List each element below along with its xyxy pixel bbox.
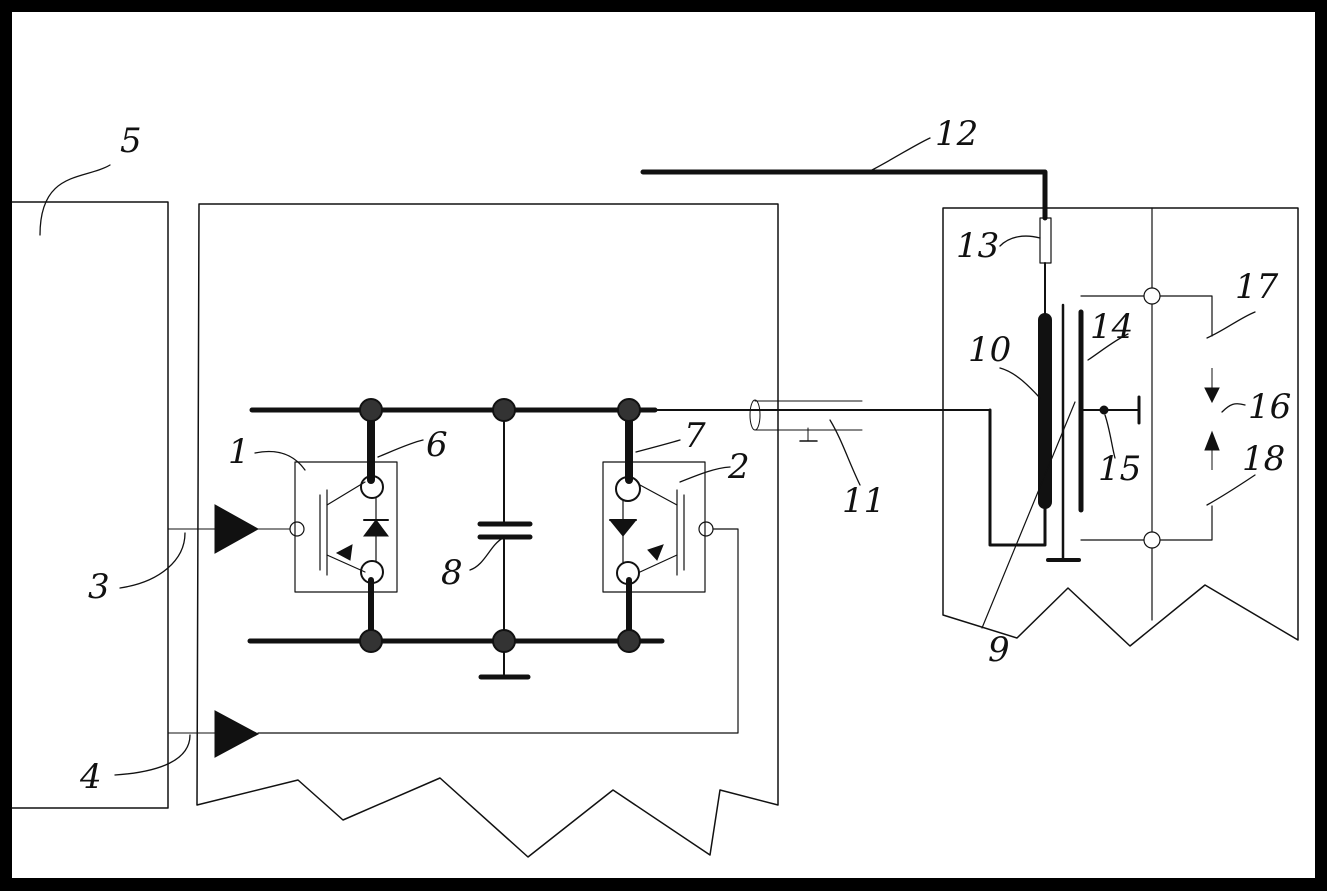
junction-bottom-3: [617, 629, 641, 653]
tap-15-dot: [1099, 405, 1109, 415]
switch-2-collector: [639, 484, 678, 506]
label-17: 17: [1235, 267, 1279, 307]
junction-bottom-2: [492, 629, 516, 653]
leader-10: [999, 367, 1041, 399]
secondary-bottom-lead: [1080, 505, 1213, 541]
secondary-top-lead: [1080, 295, 1213, 337]
driver-3: [214, 504, 260, 554]
label-3: 3: [88, 567, 110, 607]
leader-18: [1206, 474, 1256, 506]
label-7: 7: [684, 416, 706, 456]
label-4: 4: [79, 757, 102, 797]
leader-8: [469, 537, 504, 571]
coax-end: [749, 399, 761, 431]
switch-2-emitter-arrow: [647, 544, 664, 561]
leader-3: [119, 532, 186, 589]
leader-14: [1087, 333, 1129, 361]
signal-line-4-to-switch: [257, 528, 739, 734]
junction-top-1: [359, 398, 383, 422]
leader-4: [114, 734, 191, 776]
switch-1-diode: [363, 519, 389, 537]
switch-1-emitter-arrow: [335, 544, 353, 561]
switch-module-1: [294, 461, 398, 593]
pointer-9: [981, 401, 1076, 629]
switch-1-node-top: [360, 475, 384, 499]
switch-module-2: [602, 461, 706, 593]
leader-2: [679, 466, 731, 483]
leader-1: [254, 450, 306, 471]
leader-15: [1104, 414, 1116, 459]
switch-2-node-top: [615, 476, 641, 502]
label-8: 8: [441, 553, 463, 593]
label-6: 6: [426, 425, 448, 465]
label-16: 16: [1248, 387, 1291, 427]
right-block-outline: [942, 207, 1299, 647]
label-11: 11: [842, 481, 885, 521]
junction-top-2: [492, 398, 516, 422]
label-5: 5: [120, 121, 142, 161]
switch-1-emitter: [326, 554, 366, 573]
leader-7: [635, 439, 681, 453]
output-line-to-transformer: [988, 408, 1047, 547]
secondary-terminal-bottom: [1143, 531, 1161, 549]
leader-13: [999, 235, 1041, 247]
junction-bottom-1: [359, 629, 383, 653]
label-12: 12: [935, 114, 978, 154]
switch-1-collector: [326, 481, 366, 506]
label-15: 15: [1098, 449, 1141, 489]
line-12: [640, 169, 1048, 221]
label-1: 1: [228, 432, 250, 472]
leader-16: [1221, 403, 1246, 413]
switch-2-emitter: [639, 554, 678, 573]
leader-6: [377, 439, 424, 458]
block-5-outline: [11, 201, 169, 809]
leader-12: [871, 137, 931, 171]
switch-2-diode: [608, 519, 638, 537]
label-9: 9: [988, 630, 1010, 670]
switch-2-node-bottom: [616, 561, 640, 585]
main-block-outline: [196, 203, 779, 858]
driver-4: [214, 710, 260, 758]
label-13: 13: [956, 226, 999, 266]
label-2: 2: [727, 447, 750, 487]
label-14: 14: [1090, 307, 1133, 347]
junction-top-3: [617, 398, 641, 422]
switch-1-node-bottom: [360, 560, 384, 584]
leader-17: [1206, 311, 1256, 339]
leader-5: [39, 164, 111, 236]
label-10: 10: [968, 330, 1011, 370]
secondary-terminal-top: [1143, 287, 1161, 305]
leader-11: [829, 419, 861, 486]
label-18: 18: [1242, 439, 1285, 479]
